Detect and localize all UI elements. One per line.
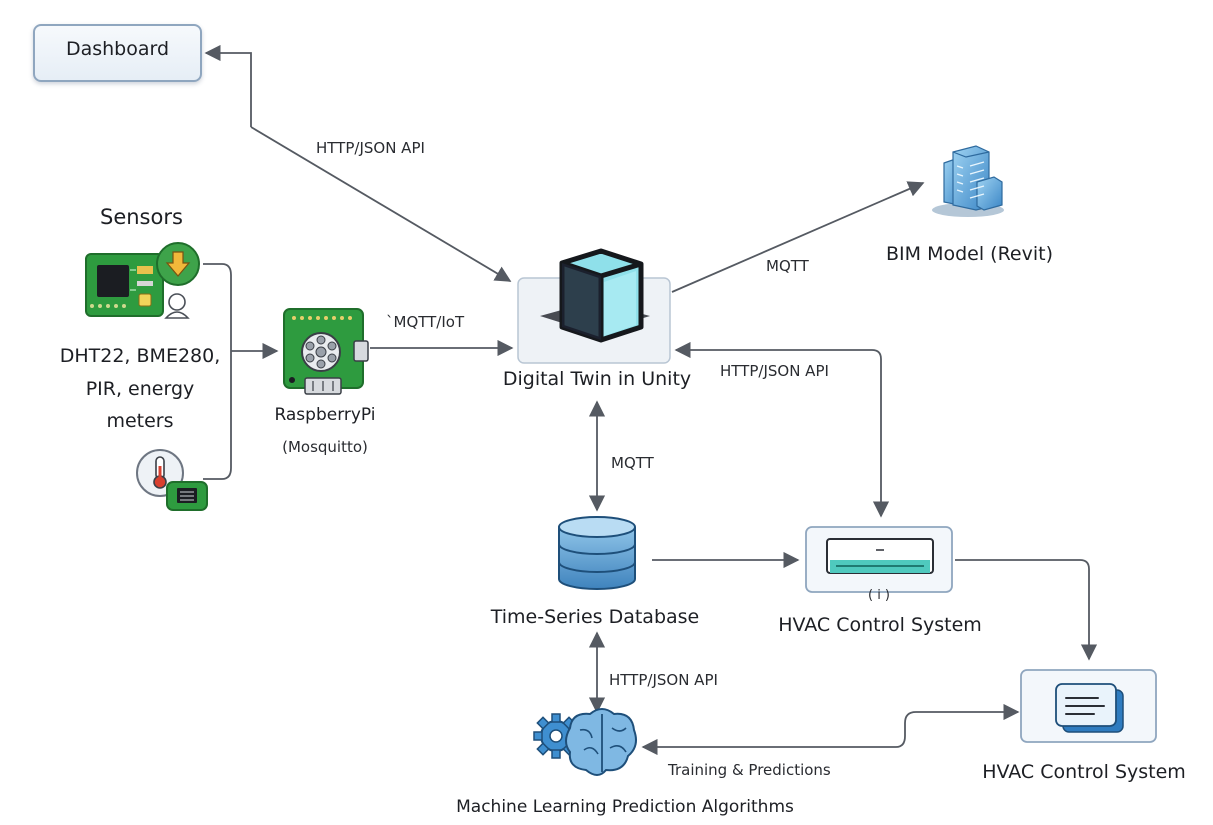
edge-hvac-hvac	[955, 559, 1098, 661]
edge-label-pi-twin: `MQTT/IoT	[386, 313, 465, 331]
edge-label-dashboard-twin: HTTP/JSON API	[316, 139, 425, 157]
air-conditioner-icon	[805, 526, 953, 593]
edge-label-ml-hvac: Training & Predictions	[668, 761, 831, 779]
dashboard-box[interactable]	[33, 24, 202, 82]
edge-dashboard-twin-diag	[250, 126, 512, 282]
hvac-1-label: HVAC Control System	[778, 614, 982, 636]
edge-label-twin-hvac: HTTP/JSON API	[720, 362, 829, 380]
dashboard-label: Dashboard	[65, 38, 170, 60]
thermometer-icon	[136, 449, 208, 511]
hvac-2-label: HVAC Control System	[982, 761, 1186, 783]
circuit-board-icon	[85, 253, 164, 317]
edge-dashboard-twin	[204, 44, 252, 127]
digital-twin-label: Digital Twin in Unity	[502, 368, 692, 390]
edge-twin-bim	[671, 181, 925, 293]
sensors-list-line-1: DHT22, BME280,	[59, 345, 221, 367]
raspberry-name: RaspberryPi	[274, 405, 376, 425]
database-icon	[558, 516, 636, 590]
edge-twin-hvac	[674, 341, 890, 518]
airflow-icon	[1020, 669, 1157, 743]
cube-icon	[517, 248, 671, 364]
raspberry-pi-board-icon	[283, 308, 369, 395]
sensors-list-line-2: PIR, energy	[85, 378, 195, 400]
edge-label-twin-db: MQTT	[611, 454, 654, 472]
raspberry-sub: (Mosquitto)	[282, 438, 368, 456]
brain-icon	[565, 708, 637, 776]
time-series-db-label: Time-Series Database	[490, 606, 700, 628]
edge-ml-hvac	[641, 703, 1020, 756]
edge-sensors-bracket	[203, 263, 232, 480]
edge-label-db-ml: HTTP/JSON API	[609, 671, 718, 689]
buildings-icon	[932, 145, 1004, 217]
edge-label-twin-bim: MQTT	[766, 257, 809, 275]
sensors-title: Sensors	[100, 205, 183, 229]
hvac-panel-text: ( i )	[867, 588, 891, 603]
sensors-list-line-3: meters	[106, 410, 174, 432]
download-arrow-icon	[156, 242, 200, 286]
bim-model-label: BIM Model (Revit)	[886, 243, 1053, 265]
sensor-avatar-icon	[164, 293, 190, 319]
ml-label: Machine Learning Prediction Algorithms	[456, 797, 794, 817]
